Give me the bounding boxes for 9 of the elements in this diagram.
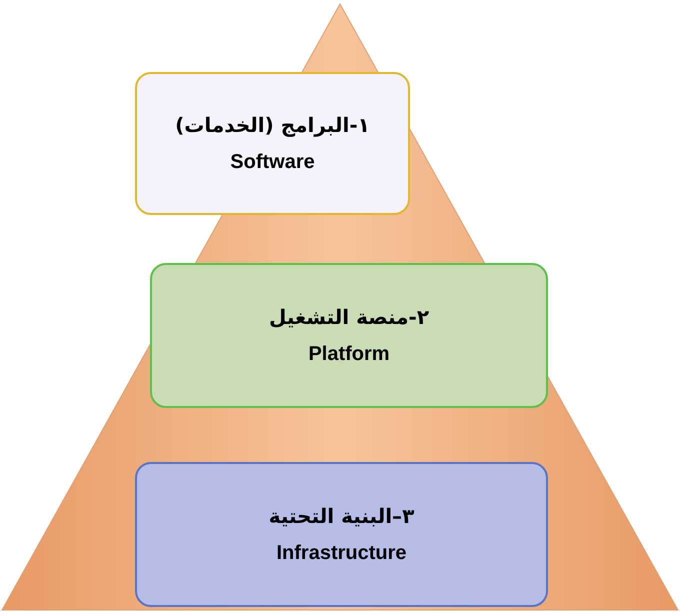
- layer-subtitle: Platform: [308, 343, 390, 366]
- layer-subtitle: Software: [230, 151, 315, 174]
- layer-subtitle: Infrastructure: [276, 542, 407, 565]
- layer-title: ١-البرامج (الخدمات): [175, 113, 370, 137]
- layer-box: [135, 462, 548, 607]
- layer-box: [135, 72, 410, 215]
- layer-title: ٣–البنية التحتية: [268, 504, 414, 528]
- layer-box: [150, 263, 548, 408]
- layer-title: ٢-منصة التشغيل: [268, 305, 430, 329]
